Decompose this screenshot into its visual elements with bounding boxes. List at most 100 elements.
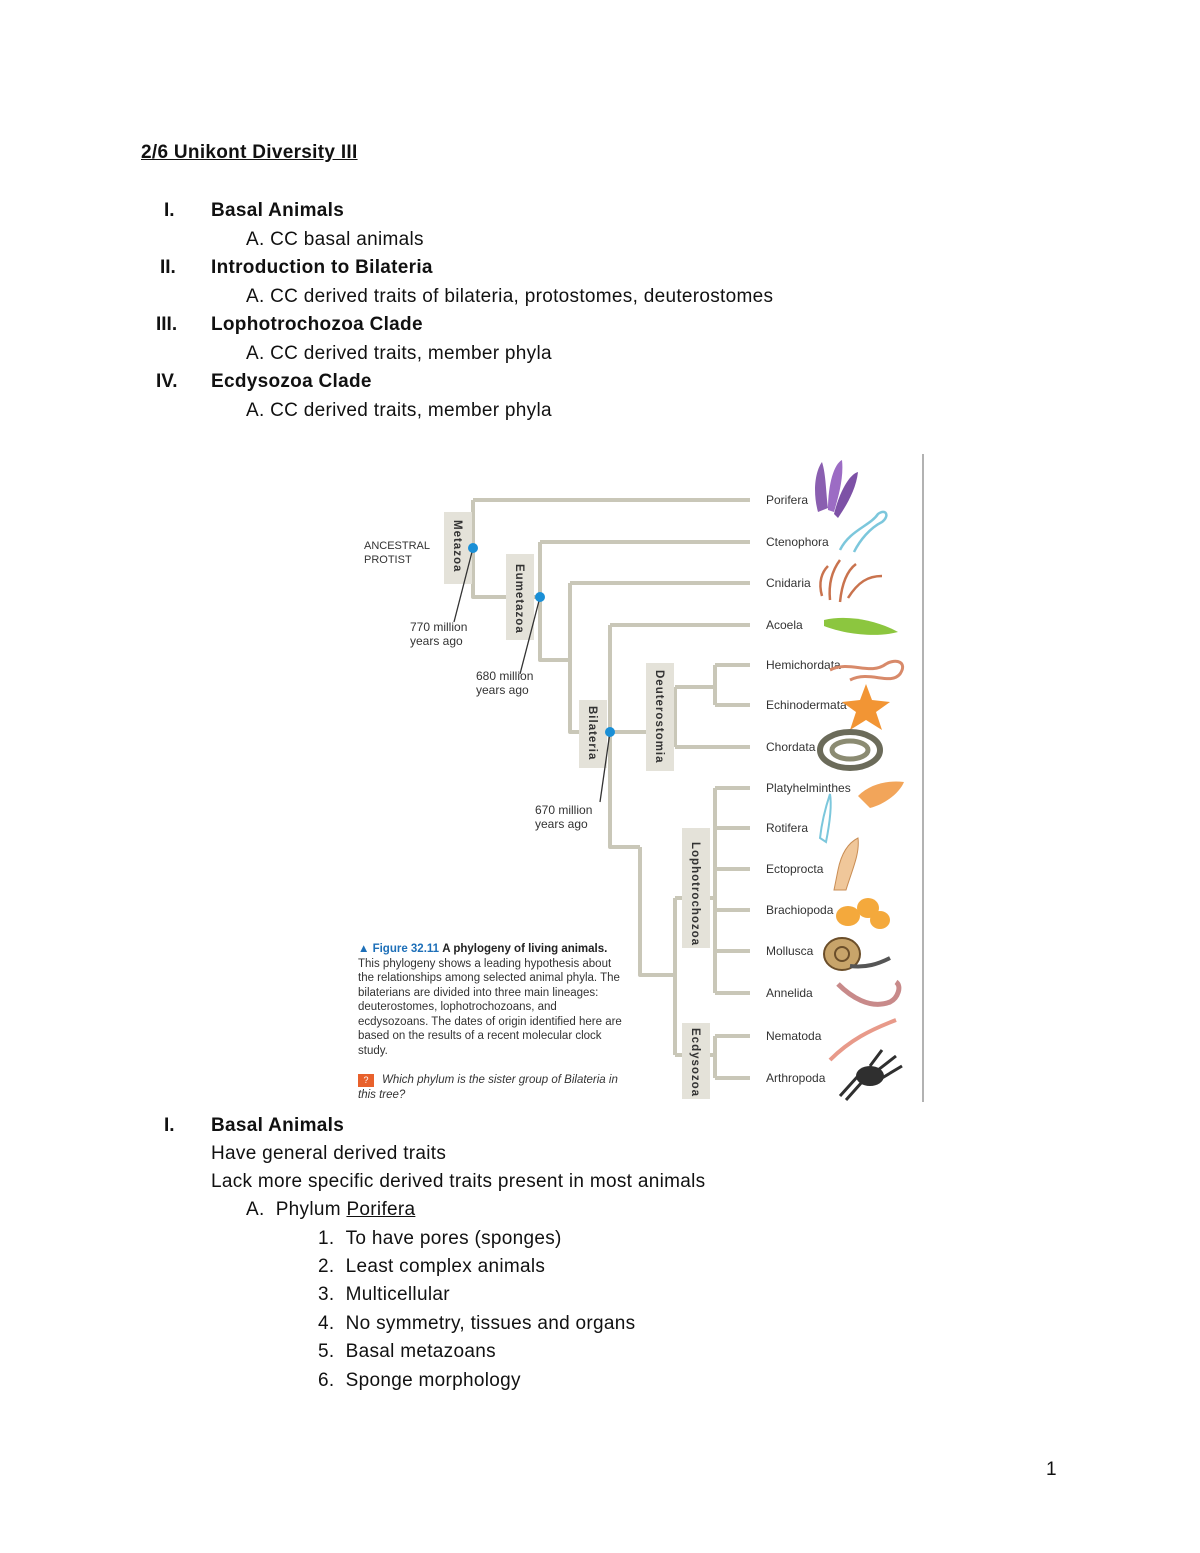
ancestral-label-line1: ANCESTRAL <box>364 540 430 552</box>
annelida-illustration <box>836 979 902 1007</box>
clade-label-deuterostomia: Deuterostomia <box>653 670 665 764</box>
clade-label-bilateria: Bilateria <box>586 706 598 760</box>
list-item: 1. To have pores (sponges) <box>318 1228 562 1250</box>
clade-box-bilateria <box>579 700 607 768</box>
arthropoda-illustration <box>838 1049 903 1101</box>
list-item: 6. Sponge morphology <box>318 1370 521 1392</box>
list-number: 1. <box>318 1228 335 1249</box>
figure-caption: ▲ Figure 32.11 A phylogeny of living ani… <box>358 942 628 1058</box>
time-label-680: 680 million <box>476 669 533 683</box>
echinodermata-illustration <box>842 684 890 730</box>
time-pointers <box>453 547 611 803</box>
clade-label-eumetazoa: Eumetazoa <box>513 564 525 634</box>
clade-label-metazoa: Metazoa <box>451 520 463 572</box>
phylum-subheading: A. Phylum Porifera <box>246 1199 415 1221</box>
time-label-770-sub: years ago <box>410 634 463 648</box>
list-item: 3. Multicellular <box>318 1284 450 1306</box>
clade-box-ecdysozoa <box>682 1023 710 1099</box>
nematoda-illustration <box>828 1018 897 1062</box>
list-number: 3. <box>318 1284 335 1305</box>
outline-heading: Lophotrochozoa Clade <box>211 314 423 335</box>
figure-question: ?Which phylum is the sister group of Bil… <box>358 1073 628 1102</box>
section-line: Lack more specific derived traits presen… <box>211 1171 706 1192</box>
section-numeral: I. <box>164 1115 175 1136</box>
section-heading: Basal Animals <box>211 1115 345 1136</box>
time-label-670-sub: years ago <box>535 817 588 831</box>
node-dot-eumetazoa <box>535 592 545 602</box>
taxon-label-cnidaria: Cnidaria <box>766 576 811 590</box>
taxon-label-acoela: Acoela <box>766 618 803 632</box>
chordata-illustration <box>817 729 883 771</box>
rotifera-illustration <box>818 793 832 844</box>
ectoprocta-illustration <box>833 837 859 891</box>
taxon-label-chordata: Chordata <box>766 740 816 754</box>
acoela-illustration <box>824 617 898 635</box>
caption-bold: A phylogeny of living animals. <box>442 943 608 955</box>
mollusca-illustration <box>823 937 891 971</box>
taxon-label-ectoprocta: Ectoprocta <box>766 862 824 876</box>
list-item: 2. Least complex animals <box>318 1256 545 1278</box>
ctenophora-illustration <box>838 510 888 553</box>
taxon-label-mollusca: Mollusca <box>766 944 814 958</box>
list-text: Sponge morphology <box>345 1370 521 1391</box>
taxon-label-hemichordata: Hemichordata <box>766 658 841 672</box>
phylogeny-figure: Metazoa Eumetazoa Bilateria Deuterostomi… <box>330 450 930 1110</box>
brachiopoda-illustration <box>836 898 890 929</box>
phylogeny-tree: Metazoa Eumetazoa Bilateria Deuterostomi… <box>364 454 924 1102</box>
time-label-680-sub: years ago <box>476 683 529 697</box>
list-text: To have pores (sponges) <box>345 1228 562 1249</box>
list-number: 5. <box>318 1341 335 1362</box>
time-label-670: 670 million <box>535 803 592 817</box>
platyhelminthes-illustration <box>858 781 904 808</box>
outline-subitem: A. CC basal animals <box>246 229 424 250</box>
outline-numeral: I. <box>164 200 175 221</box>
question-text: Which phylum is the sister group of Bila… <box>358 1074 618 1101</box>
taxon-label-ctenophora: Ctenophora <box>766 535 829 549</box>
hemichordata-illustration <box>829 659 905 682</box>
clade-box-deuterostomia <box>646 663 674 771</box>
list-number: 6. <box>318 1370 335 1391</box>
taxon-label-nematoda: Nematoda <box>766 1029 822 1043</box>
phylum-prefix: A. Phylum <box>246 1199 347 1220</box>
phylum-name: Porifera <box>346 1199 416 1220</box>
caption-title: ▲ Figure 32.11 <box>358 943 440 955</box>
list-number: 4. <box>318 1313 335 1334</box>
taxon-label-echinodermata: Echinodermata <box>766 698 847 712</box>
outline-heading: Introduction to Bilateria <box>211 257 433 278</box>
section-line: Have general derived traits <box>211 1143 447 1164</box>
caption-text: This phylogeny shows a leading hypothesi… <box>358 957 622 1057</box>
list-text: Multicellular <box>345 1284 450 1305</box>
list-item: 4. No symmetry, tissues and organs <box>318 1313 635 1335</box>
page-number: 1 <box>1046 1459 1057 1480</box>
taxon-label-porifera: Porifera <box>766 493 808 507</box>
list-item: 5. Basal metazoans <box>318 1341 496 1363</box>
page-title: 2/6 Unikont Diversity III <box>141 142 358 163</box>
outline-heading: Ecdysozoa Clade <box>211 371 372 392</box>
outline-subitem: A. CC derived traits, member phyla <box>246 343 552 364</box>
taxon-label-rotifera: Rotifera <box>766 821 808 835</box>
taxa-labels: PoriferaCtenophoraCnidariaAcoelaHemichor… <box>766 493 851 1085</box>
clade-box-eumetazoa <box>506 554 534 640</box>
taxon-label-arthropoda: Arthropoda <box>766 1071 826 1085</box>
taxon-label-brachiopoda: Brachiopoda <box>766 903 834 917</box>
clade-label-ecdysozoa: Ecdysozoa <box>689 1028 701 1097</box>
question-icon: ? <box>358 1074 374 1087</box>
outline-subitem: A. CC derived traits of bilateria, proto… <box>246 286 774 307</box>
list-text: Least complex animals <box>345 1256 546 1277</box>
tree-branches <box>448 498 750 1080</box>
outline-numeral: III. <box>156 314 178 335</box>
list-text: No symmetry, tissues and organs <box>345 1313 636 1334</box>
clade-box-lophotrochozoa <box>682 828 710 948</box>
node-dot-metazoa <box>468 543 478 553</box>
list-number: 2. <box>318 1256 335 1277</box>
porifera-illustration <box>815 460 858 518</box>
list-text: Basal metazoans <box>345 1341 496 1362</box>
outline-heading: Basal Animals <box>211 200 345 221</box>
node-dot-bilateria <box>605 727 615 737</box>
outline-numeral: IV. <box>156 371 178 392</box>
ancestral-label-line2: PROTIST <box>364 554 412 566</box>
outline-numeral: II. <box>160 257 176 278</box>
clade-label-lophotrochozoa: Lophotrochozoa <box>689 842 701 946</box>
taxon-label-platyhelminthes: Platyhelminthes <box>766 781 851 795</box>
time-label-770: 770 million <box>410 620 467 634</box>
